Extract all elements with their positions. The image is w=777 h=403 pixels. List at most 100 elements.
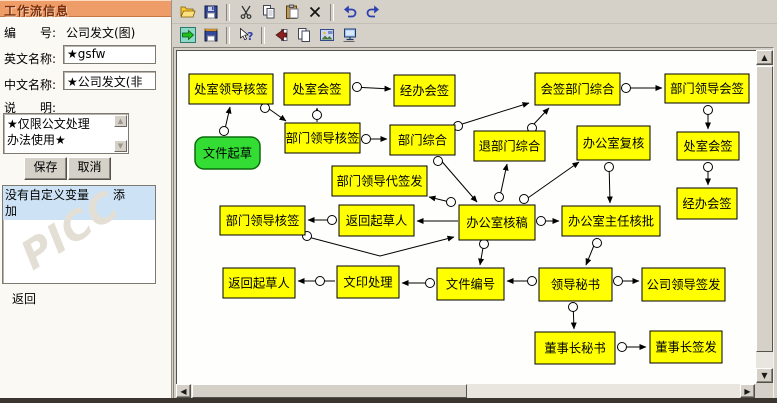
svg-text:文印处理: 文印处理: [343, 275, 392, 290]
connector-circle-bangongshi-hegao[interactable]: [446, 197, 456, 207]
english-name-field[interactable]: ★gsfw: [63, 45, 156, 64]
save-icon[interactable]: [199, 2, 222, 23]
flow-node-bumen-lingdao-heqian-2[interactable]: 部门领导核签: [219, 205, 306, 236]
flow-edge-wenjian-qicao-to-chushi-lingdao-heqian[interactable]: [224, 106, 232, 130]
flow-node-chushi-huiqian-2[interactable]: 处室会签: [676, 131, 740, 161]
connector-circle-fanhui-qicaoren-1[interactable]: [327, 215, 337, 225]
undo-icon[interactable]: [338, 2, 361, 23]
connector-circle-chushi-lingdao-heqian[interactable]: [260, 103, 270, 113]
paste-icon[interactable]: [280, 2, 303, 23]
flow-node-gongsi-lingdao-qianfa[interactable]: 公司领导签发: [641, 267, 726, 302]
flow-node-fanhui-qicaoren-2[interactable]: 返回起草人: [222, 267, 296, 299]
flowchart-canvas[interactable]: 处室领导核签处室会签经办会签会签部门综合部门领导会签文件起草部门领导核签部门综合…: [176, 50, 756, 384]
toolbar-row-2: ?: [176, 24, 361, 46]
custom-variables-listbox[interactable]: 没有自定义变量 添加 PICC: [2, 185, 156, 284]
connector-circle-wenyin-chuli[interactable]: [315, 276, 325, 286]
connector-circle-wenjian-qicao[interactable]: [219, 126, 229, 136]
variables-selected-row[interactable]: 没有自定义变量 添加: [3, 186, 155, 220]
description-scroll-down-icon[interactable]: ▼: [114, 140, 127, 152]
back-link[interactable]: 返回: [12, 292, 37, 306]
redo-icon[interactable]: [361, 2, 384, 23]
connector-circle-chushi-huiqian-1[interactable]: [352, 82, 362, 92]
connector-circle-bangongshi-fuhe[interactable]: [604, 162, 614, 172]
copy-icon[interactable]: [257, 2, 280, 23]
flow-node-wenjian-bianhao[interactable]: 文件编号: [436, 267, 505, 301]
connector-circle-bumen-lingdao-heqian-1[interactable]: [361, 134, 371, 144]
flow-node-bangongshi-hegao[interactable]: 办公室核稿: [458, 204, 536, 241]
context-help-icon[interactable]: ?: [234, 25, 257, 46]
flow-edge-bangongshi-hegao-to-bangongshi-fuhe[interactable]: [524, 161, 580, 201]
image-icon[interactable]: [315, 25, 338, 46]
cut-icon[interactable]: [234, 2, 257, 23]
flow-node-dongshizhang-qianfa[interactable]: 董事长签发: [649, 330, 723, 364]
scroll-down-button[interactable]: ▼: [756, 368, 773, 383]
number-value: 公司发文(图): [66, 26, 136, 40]
flowchart-svg: 处室领导核签处室会签经办会签会签部门综合部门领导会签文件起草部门领导核签部门综合…: [188, 72, 750, 365]
connector-circle-bangongshi-hegao[interactable]: [519, 194, 529, 204]
workflow-info-panel: 工作流信息 编 号: 公司发文(图) 英文名称: ★gsfw 中文名称: ★公司…: [0, 0, 172, 398]
flow-node-jingban-huiqian-1[interactable]: 经办会签: [393, 74, 456, 107]
svg-text:部门领导代签发: 部门领导代签发: [336, 174, 422, 189]
flow-node-bumen-lingdao-daiqianfa[interactable]: 部门领导代签发: [331, 165, 428, 197]
save-as-icon[interactable]: [199, 25, 222, 46]
flow-node-tui-bumen-zonghe[interactable]: 退部门综合: [473, 130, 546, 162]
connector-circle-lingdao-mishu[interactable]: [527, 276, 537, 286]
flow-node-fanhui-qicaoren-1[interactable]: 返回起草人: [338, 204, 415, 237]
flow-node-huiqian-bumen-zonghe[interactable]: 会签部门综合: [534, 72, 621, 106]
cancel-button[interactable]: 取消: [68, 157, 111, 180]
description-field[interactable]: ★仅限公文处理 办法使用★ ▲ ▼: [3, 113, 129, 154]
flow-node-lingdao-mishu[interactable]: 领导秘书: [538, 267, 613, 302]
flow-node-wenjian-qicao[interactable]: 文件起草: [194, 136, 261, 170]
run-icon[interactable]: [176, 25, 199, 46]
vertical-scroll-thumb[interactable]: [756, 66, 773, 352]
svg-text:文件编号: 文件编号: [446, 277, 495, 292]
flow-node-bangongshi-zhuren-hepi[interactable]: 办公室主任核批: [561, 205, 661, 237]
connector-circle-wenjian-bianhao[interactable]: [425, 278, 435, 288]
flow-node-dongshizhang-mishu[interactable]: 董事长秘书: [534, 331, 616, 365]
connector-circle-bangongshi-hegao[interactable]: [494, 192, 504, 202]
flow-node-chushi-huiqian-1[interactable]: 处室会签: [283, 72, 351, 106]
connector-circle-bangongshi-hegao[interactable]: [479, 239, 489, 249]
flow-node-jingban-huiqian-2[interactable]: 经办会签: [676, 187, 738, 220]
flow-node-bumen-lingdao-huiqian[interactable]: 部门领导会签: [664, 73, 750, 104]
add-variable-link[interactable]: 添加: [5, 188, 126, 218]
connector-circle-bumen-lingdao-heqian-1[interactable]: [312, 110, 322, 120]
horizontal-scrollbar[interactable]: ◀ ▶: [176, 384, 755, 398]
connector-circle-bumen-zonghe[interactable]: [433, 156, 443, 166]
scroll-right-button[interactable]: ▶: [740, 384, 755, 398]
connector-circle-huiqian-bumen-zonghe[interactable]: [621, 83, 631, 93]
description-line2: 办法使用★: [7, 133, 66, 147]
flow-edge-tui-bumen-zonghe-to-huiqian-bumen-zonghe[interactable]: [532, 107, 550, 126]
flow-node-wenyin-chuli[interactable]: 文印处理: [336, 265, 400, 299]
connector-circle-bumen-lingdao-huiqian[interactable]: [703, 105, 713, 115]
flow-node-chushi-lingdao-heqian[interactable]: 处室领导核签: [188, 73, 274, 105]
save-button[interactable]: 保存: [24, 157, 67, 180]
svg-text:返回起草人: 返回起草人: [228, 277, 290, 291]
flow-edge-bumen-zonghe-to-huiqian-bumen-zonghe[interactable]: [458, 102, 530, 126]
svg-text:经办会签: 经办会签: [400, 83, 449, 98]
network-icon[interactable]: [338, 25, 361, 46]
flow-node-bumen-lingdao-heqian-1[interactable]: 部门领导核签: [284, 122, 361, 154]
svg-text:会签部门综合: 会签部门综合: [541, 82, 615, 97]
number-label: 编 号:: [4, 26, 57, 40]
description-scroll-up-icon[interactable]: ▲: [114, 115, 127, 127]
vertical-scrollbar[interactable]: ▲ ▼: [756, 50, 773, 383]
scroll-left-button[interactable]: ◀: [176, 384, 191, 398]
connector-circle-lingdao-mishu[interactable]: [568, 302, 578, 312]
connector-circle-chushi-huiqian-2[interactable]: [703, 162, 713, 172]
connector-circle-bangongshi-zhuren-hepi[interactable]: [592, 238, 602, 248]
scroll-up-button[interactable]: ▲: [756, 50, 773, 65]
horizontal-scroll-thumb[interactable]: [192, 384, 467, 398]
copy-page-icon[interactable]: [292, 25, 315, 46]
chinese-name-field[interactable]: ★公司发文(非: [63, 71, 156, 90]
connector-circle-bangongshi-hegao[interactable]: [536, 216, 546, 226]
connector-circle-dongshizhang-mishu[interactable]: [617, 342, 627, 352]
connector-circle-lingdao-mishu[interactable]: [613, 276, 623, 286]
flow-node-bangongshi-fuhe[interactable]: 办公室复核: [576, 125, 651, 161]
back-icon[interactable]: [269, 25, 292, 46]
flow-node-bumen-zonghe[interactable]: 部门综合: [389, 124, 456, 156]
flow-edge-bumen-lingdao-heqian-2-to-bangongshi-hegao[interactable]: [307, 235, 455, 257]
delete-icon[interactable]: [303, 2, 326, 23]
open-icon[interactable]: [176, 2, 199, 23]
flow-edge-bumen-zonghe-to-bangongshi-hegao[interactable]: [437, 156, 478, 203]
